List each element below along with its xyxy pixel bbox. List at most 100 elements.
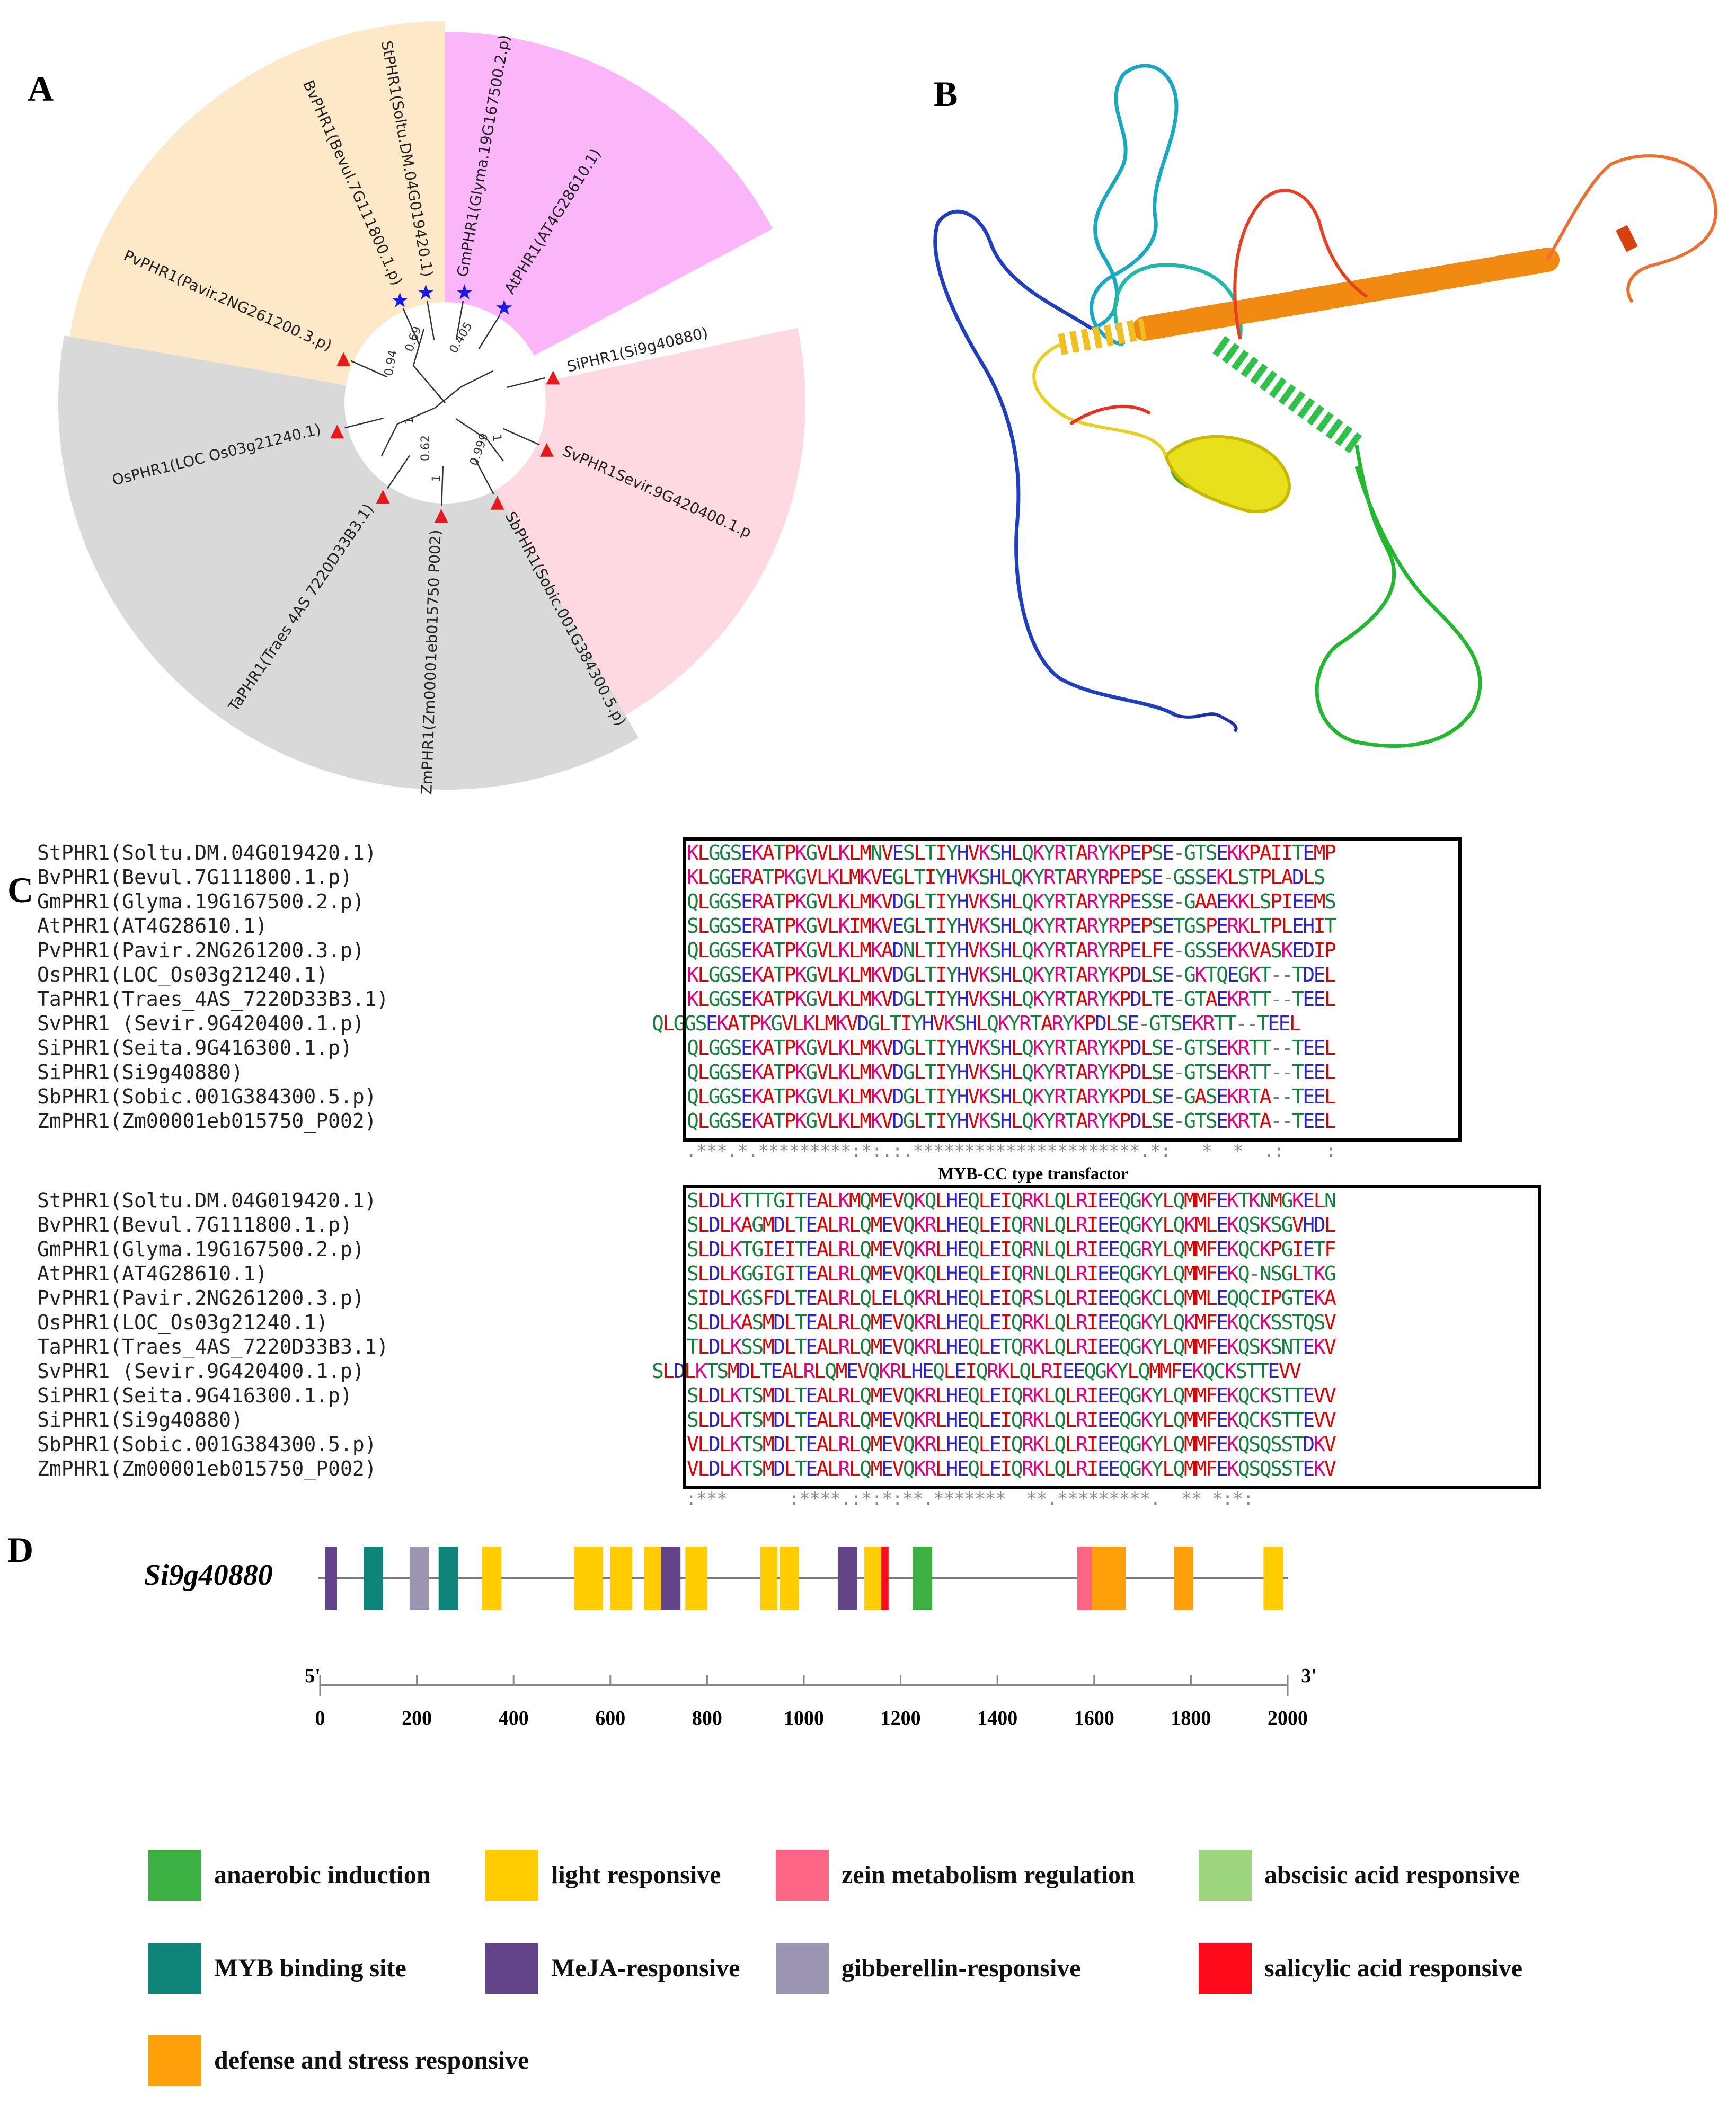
yellow-helix-left xyxy=(1058,318,1147,355)
red-coil-top xyxy=(1233,189,1368,340)
axis-tick-label: 2000 xyxy=(1268,1707,1308,1729)
aligned-sequence: QLGGSEKATPKGVLKLMKVDGLTIYHVKSHLQKYRTARYK… xyxy=(687,1036,1336,1059)
gene-name: Si9g40880 xyxy=(144,1559,273,1592)
blue-star-icon: ★ xyxy=(391,288,410,313)
c-terminal-coil xyxy=(1546,154,1717,303)
panel-label-c: C xyxy=(7,870,34,910)
axis-tick-label: 400 xyxy=(498,1707,529,1729)
panel-label-a: A xyxy=(28,68,54,109)
axis-tick-label: 600 xyxy=(595,1707,626,1729)
blue-star-icon: ★ xyxy=(494,296,513,320)
cis-element-box xyxy=(574,1547,604,1610)
sequence-name: PvPHR1(Pavir.2NG261200.3.p) xyxy=(37,1286,365,1310)
aligned-sequence: SLDLKTGIEITEALRLQMEVQKRLHEQLEIQRNLQLRIEE… xyxy=(687,1238,1336,1261)
sequence-name: BvPHR1(Bevul.7G111800.1.p) xyxy=(37,865,352,889)
axis-tick-label: 0 xyxy=(315,1707,325,1729)
n-terminal-coil xyxy=(933,209,1177,718)
cis-element-box xyxy=(1263,1547,1283,1610)
legend-label: salicylic acid responsive xyxy=(1264,1954,1523,1982)
legend-label: abscisic acid responsive xyxy=(1264,1861,1520,1889)
red-triangle-icon: ▲ xyxy=(376,485,390,506)
cis-element-box xyxy=(1092,1547,1126,1610)
axis-tick-label: 1400 xyxy=(977,1707,1018,1729)
axis-tick-label: 1200 xyxy=(880,1707,921,1729)
aligned-sequence: SLGGSERATPKGVLKIMKVEGLTIYHVKSHLQKYRTARYR… xyxy=(687,914,1336,938)
aligned-sequence: SLDLKTSMDLTEALRLQMEVQKRLHEQLEIQRKLQLRIEE… xyxy=(652,1359,1301,1383)
promoter-map xyxy=(318,1547,1289,1696)
support-value: 1 xyxy=(403,417,417,425)
sequence-name: SiPHR1(Seita.9G416300.1.p) xyxy=(37,1036,352,1059)
axis-tick-label: 1000 xyxy=(784,1707,824,1729)
aligned-sequence: VLDLKTSMDLTEALRLQMEVQKRLHEQLEIQRKLQLRIEE… xyxy=(687,1433,1336,1456)
red-triangle-icon: ▲ xyxy=(435,504,449,525)
cis-element-box xyxy=(325,1547,337,1610)
motif-box-1 xyxy=(683,837,1462,1142)
sequence-name: TaPHR1(Traes_4AS_7220D33B3.1) xyxy=(37,987,389,1011)
aligned-sequence: SLDLKTTTGITEALKMQMEVQKQLHEQLEIQRKLQLRIEE… xyxy=(687,1189,1336,1212)
sequence-name: GmPHR1(Glyma.19G167500.2.p) xyxy=(37,890,365,913)
n-terminus-tail xyxy=(1176,712,1238,733)
cis-element-box xyxy=(913,1547,932,1610)
cis-element-box xyxy=(661,1547,681,1610)
aligned-sequence: SLDLKAGMDLTEALRLQMEVQKRLHEQLEIQRNLQLRIEE… xyxy=(687,1213,1336,1236)
support-value: 1 xyxy=(430,474,444,482)
sequence-name: SiPHR1(Seita.9G416300.1.p) xyxy=(37,1384,352,1407)
panel-label-b: B xyxy=(934,74,958,114)
sequence-name: SvPHR1 (Sevir.9G420400.1.p) xyxy=(37,1012,365,1035)
legend-swatch xyxy=(776,1850,829,1901)
aligned-sequence: SLDLKGGIGITEALRLQMEVQKQLHEQLEIQRNLQLRIEE… xyxy=(687,1262,1336,1285)
cis-element-box xyxy=(685,1547,707,1610)
sequence-name: AtPHR1(AT4G28610.1) xyxy=(37,1262,268,1285)
tree-sector xyxy=(445,32,773,403)
aligned-sequence: VLDLKTSMDLTEALRLQMEVQKRLHEQLEIQRKLQLRIEE… xyxy=(687,1457,1336,1480)
sequence-name: AtPHR1(AT4G28610.1) xyxy=(37,914,268,938)
support-value: 0.62 xyxy=(419,435,432,461)
consensus-row-1: .***.*.*********:*:.:.******************… xyxy=(686,1141,1336,1162)
aligned-sequence: QLGGSEKATPKGVLKLMKVDGLTIYHVKSHLQKYRTARYK… xyxy=(687,1061,1336,1084)
legend-label: defense and stress responsive xyxy=(214,2046,529,2074)
tree-sector xyxy=(58,335,639,790)
aligned-sequence: KLGGERATPKGVLKLMKVEGLTIYHVKSHLQKYRTARYRP… xyxy=(687,865,1326,889)
aligned-sequence: SLDLKTSMDLTEALRLQMEVQKRLHEQLEIQRKLQLRIEE… xyxy=(687,1408,1336,1432)
motif-box-2 xyxy=(683,1185,1541,1489)
red-triangle-icon: ▲ xyxy=(540,438,554,459)
axis-tick-label: 200 xyxy=(402,1707,432,1729)
aligned-sequence: SLDLKTSMDLTEALRLQMEVQKRLHEQLEIQRKLQLRIEE… xyxy=(687,1384,1336,1407)
sequence-name: OsPHR1(LOC_Os03g21240.1) xyxy=(37,1311,329,1334)
yellow-domain xyxy=(1164,435,1291,514)
cis-element-box xyxy=(1077,1547,1092,1610)
sequence-name: SiPHR1(Si9g40880) xyxy=(37,1061,243,1084)
blue-star-icon: ★ xyxy=(417,280,436,305)
sequence-name: SvPHR1 (Sevir.9G420400.1.p) xyxy=(37,1359,365,1383)
blue-star-icon: ★ xyxy=(455,280,474,305)
motif-label: MYB-CC type transfactor xyxy=(938,1164,1129,1183)
sequence-name: StPHR1(Soltu.DM.04G019420.1) xyxy=(37,841,377,864)
legend-swatch xyxy=(1199,1850,1252,1901)
cis-element-box xyxy=(364,1547,383,1610)
legend-label: MYB binding site xyxy=(214,1954,406,1982)
legend-label: zein metabolism regulation xyxy=(842,1861,1135,1889)
legend-swatch xyxy=(1199,1943,1252,1994)
sequence-name: StPHR1(Soltu.DM.04G019420.1) xyxy=(37,1189,377,1212)
yellow-coil xyxy=(1032,343,1167,457)
legend-label: gibberellin-responsive xyxy=(842,1954,1081,1982)
aligned-sequence: KLGGSEKATPKGVLKLMKVDGLTIYHVKSHLQKYRTARYK… xyxy=(687,963,1336,986)
cis-element-box xyxy=(864,1547,882,1610)
cis-element-box xyxy=(610,1547,632,1610)
aligned-sequence: SLDLKASMDLTEALRLQMEVQKRLHEQLEIQRKLQLRIEE… xyxy=(687,1311,1336,1334)
five-prime-label: 5' xyxy=(305,1665,321,1687)
long-orange-helix xyxy=(1132,248,1560,341)
aligned-sequence: SIDLKGSFDLTEALRLQLELQKRLHEQLEIQRSLQLRIEE… xyxy=(687,1286,1336,1310)
sequence-name: ZmPHR1(Zm00001eb015750_P002) xyxy=(37,1109,377,1133)
red-triangle-icon: ▲ xyxy=(546,366,561,387)
sequence-name: ZmPHR1(Zm00001eb015750_P002) xyxy=(37,1457,377,1480)
red-coil-left xyxy=(1069,404,1151,426)
sequence-name: SbPHR1(Sobic.001G384300.5.p) xyxy=(37,1085,377,1108)
cis-element-box xyxy=(1174,1547,1193,1610)
legend-swatch xyxy=(485,1850,538,1901)
sequence-name: BvPHR1(Bevul.7G111800.1.p) xyxy=(37,1213,352,1236)
legend-swatch xyxy=(148,2035,201,2086)
axis-tick-label: 800 xyxy=(692,1707,722,1729)
sequence-name: SiPHR1(Si9g40880) xyxy=(37,1408,243,1432)
